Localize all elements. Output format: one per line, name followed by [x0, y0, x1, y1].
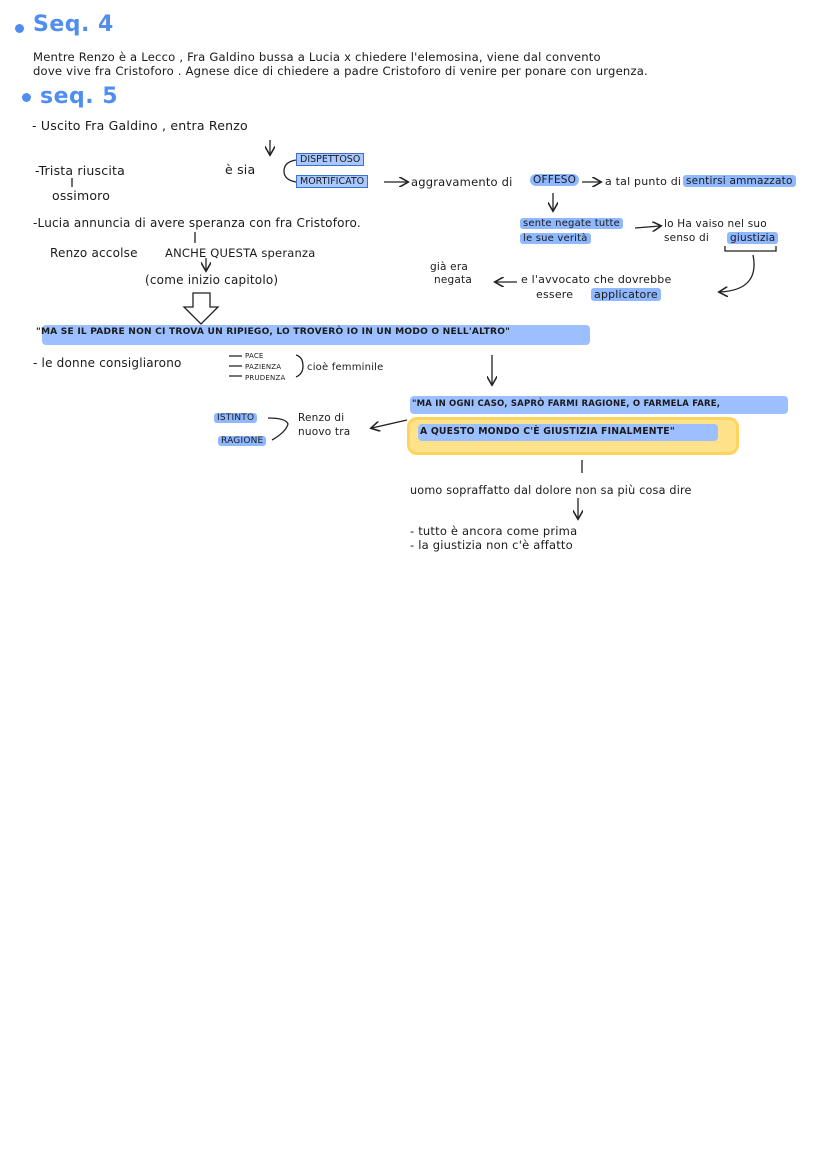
sentirsi-ammazzato: sentirsi ammazzato	[683, 175, 796, 187]
heading-bullet	[15, 24, 24, 33]
trista-riuscita: -Trista riuscita	[35, 163, 125, 178]
sente-negate-line-1: sente negate tutte	[520, 218, 624, 229]
quote-1-highlight	[42, 325, 590, 345]
uscito-text: - Uscito Fra Galdino , entra Renzo	[32, 118, 248, 133]
giustizia-word: giustizia	[727, 232, 779, 244]
gia-era-line-1: già era	[430, 261, 468, 273]
mortificato-label: MORTIFICATO	[296, 175, 369, 188]
a-tal-punto-text: a tal punto di	[605, 175, 682, 188]
prudenza-label: PRUDENZA	[245, 374, 286, 382]
heading-bullet	[22, 93, 31, 102]
renzo-accolse: Renzo accolse	[50, 246, 138, 260]
giustizia-non-c-e: - la giustizia non c'è affatto	[410, 538, 573, 552]
pazienza-label: PAZIENZA	[245, 363, 282, 371]
quote-2-text: "MA IN OGNI CASO, SAPRÒ FARMI RAGIONE, O…	[412, 399, 721, 409]
seq4-text-line-2: dove vive fra Cristoforo . Agnese dice d…	[33, 64, 648, 78]
seq5-heading: seq. 5	[40, 84, 119, 109]
anche-questa-speranza: ANCHE QUESTA speranza	[165, 246, 316, 260]
aggravamento-text: aggravamento di	[411, 175, 513, 189]
pace-label: PACE	[245, 352, 264, 360]
donne-consigliarono: - le donne consigliarono	[33, 356, 182, 370]
come-inizio-capitolo: (come inizio capitolo)	[145, 273, 279, 287]
quote-3-highlight	[418, 424, 718, 441]
istinto-label: ISTINTO	[214, 413, 258, 423]
ragione-label: RAGIONE	[218, 436, 267, 446]
renzo-di-line-2: nuovo tra	[298, 426, 351, 438]
sente-negate-line-2: le sue verità	[520, 233, 591, 244]
seq4-text-line-1: Mentre Renzo è a Lecco , Fra Galdino bus…	[33, 50, 601, 64]
cioe-femminile: cioè femminile	[307, 362, 384, 373]
uomo-sopraffatto: uomo sopraffatto dal dolore non sa più c…	[410, 484, 692, 497]
lucia-annuncia: -Lucia annuncia di avere speranza con fr…	[33, 216, 361, 230]
gia-era-line-2: negata	[434, 274, 472, 286]
e-sia: è sia	[225, 162, 256, 177]
avvocato-line-1: e l'avvocato che dovrebbe	[521, 273, 672, 286]
quote-3-box: A QUESTO MONDO C'È GIUSTIZIA FINALMENTE"	[407, 417, 739, 455]
avvocato-line-2: essere	[536, 288, 574, 301]
tutto-come-prima: - tutto è ancora come prima	[410, 524, 578, 538]
ossimoro: ossimoro	[52, 188, 111, 203]
quote-1-text: "MA SE IL PADRE NON CI TROVA UN RIPIEGO,…	[36, 327, 511, 337]
dispettoso-label: DISPETTOSO	[296, 153, 365, 166]
seq4-heading: Seq. 4	[33, 12, 114, 37]
lo-ha-vaiso-line-2: senso di	[664, 232, 709, 244]
renzo-di-line-1: Renzo di	[298, 412, 345, 424]
quote-3-text: A QUESTO MONDO C'È GIUSTIZIA FINALMENTE"	[420, 426, 675, 437]
lo-ha-vaiso-line-1: lo Ha vaiso nel suo	[664, 218, 767, 230]
offeso-label: OFFESO	[530, 174, 580, 186]
applicatore-word: applicatore	[591, 288, 661, 301]
quote-2-highlight	[410, 396, 788, 414]
